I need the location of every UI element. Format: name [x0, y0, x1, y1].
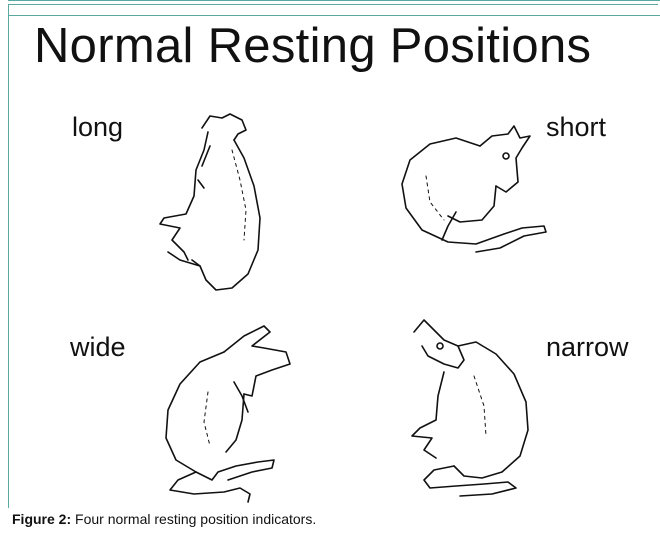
caption-text: Four normal resting position indicators. — [71, 511, 316, 527]
cow-narrow-illustration — [404, 316, 544, 501]
cow-short-illustration — [396, 116, 556, 256]
label-wide: wide — [70, 332, 126, 362]
figure-caption: Figure 2: Four normal resting position i… — [12, 510, 316, 528]
label-long: long — [72, 112, 123, 142]
caption-label: Figure 2: — [12, 511, 71, 527]
figure-title: Normal Resting Positions — [34, 18, 591, 74]
cow-wide-illustration — [148, 322, 298, 502]
figure-frame — [8, 4, 658, 508]
label-narrow: narrow — [546, 332, 629, 362]
cow-long-illustration — [150, 110, 280, 295]
